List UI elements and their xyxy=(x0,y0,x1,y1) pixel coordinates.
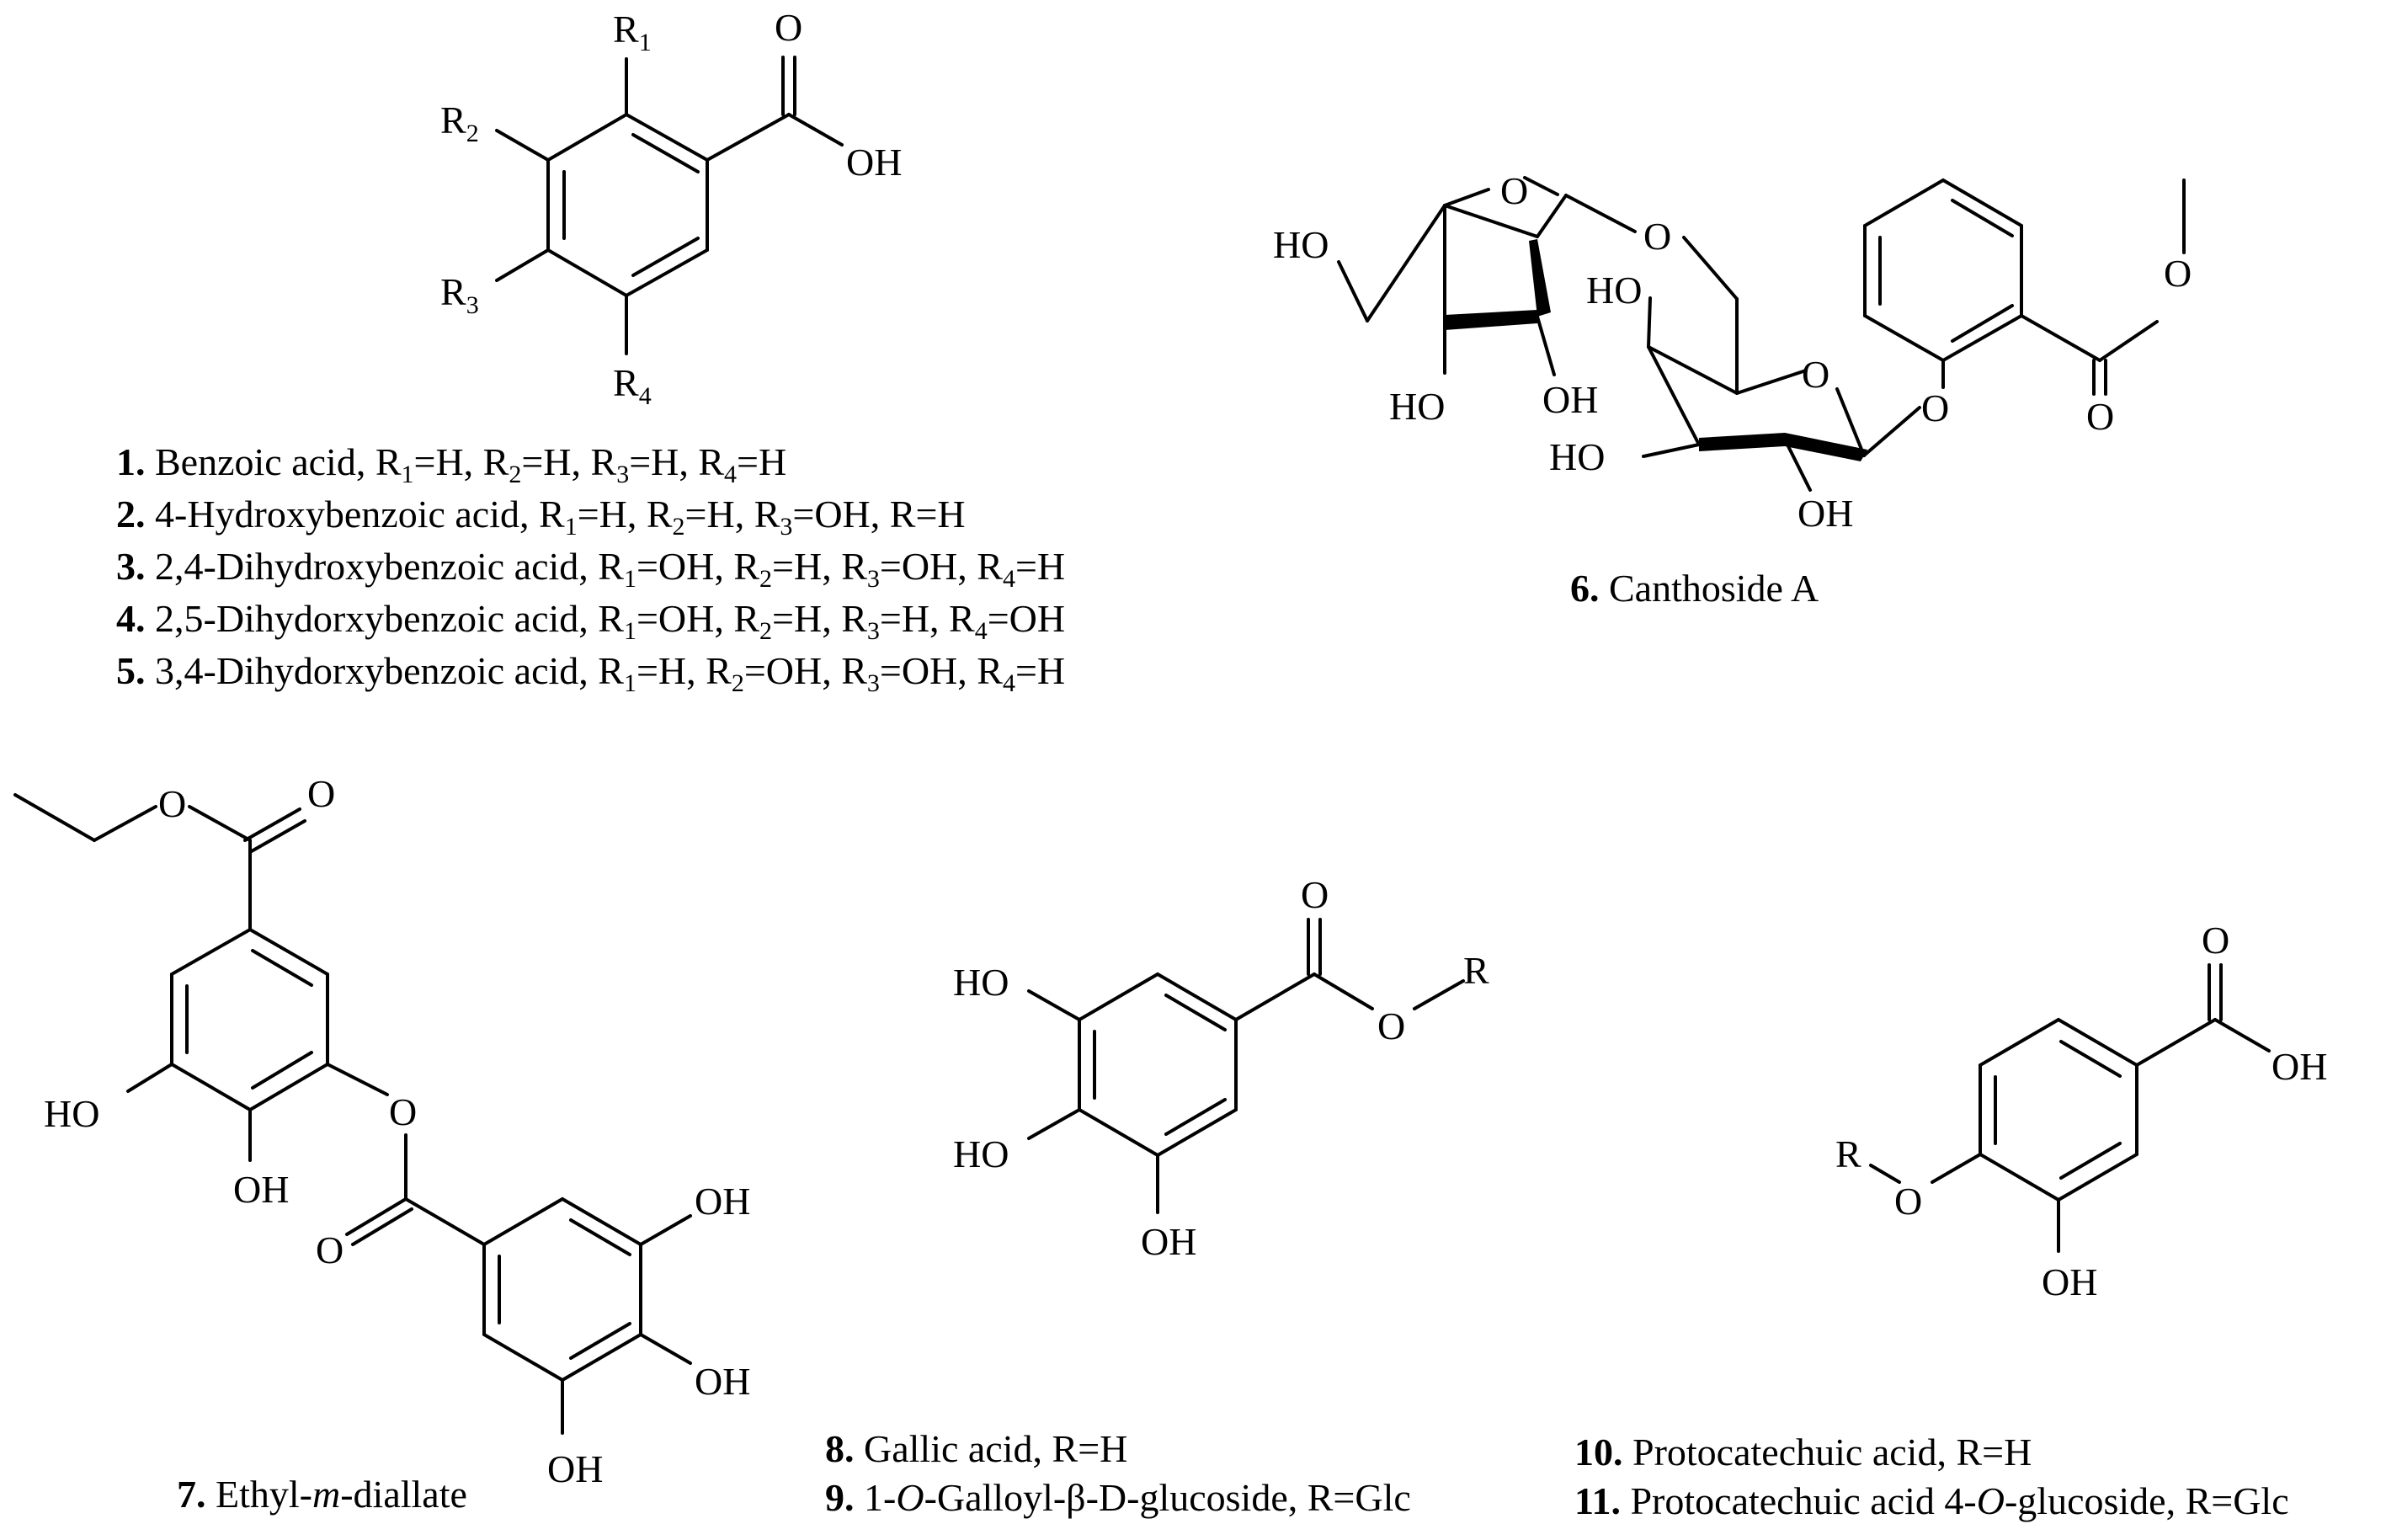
label-oh-1: OH xyxy=(846,141,902,184)
structure-canthoside-a xyxy=(1337,176,2186,492)
label-canth-ho-3: HO xyxy=(1586,269,1642,312)
bond-r3 xyxy=(495,248,550,282)
label-e7-oh-1: OH xyxy=(233,1168,289,1211)
label-g8-carbonyl-o: O xyxy=(1301,873,1329,916)
benzoic-ring-double-3 xyxy=(631,237,700,277)
label-r1: R1 xyxy=(613,8,652,56)
label-e7-ester-o: O xyxy=(158,782,186,825)
label-g8-oh: OH xyxy=(1141,1220,1196,1263)
label-canth-link-o: O xyxy=(1643,215,1671,258)
label-carbonyl-o: O xyxy=(775,6,802,49)
structure-protocatechuic-acid xyxy=(1869,963,2271,1253)
structure-gallic-acid xyxy=(1027,918,1465,1214)
label-canth-ho-1: HO xyxy=(1273,223,1329,266)
caption-compound-5: 5. 3,4-Dihydorxybenzoic acid, R1=H, R2=O… xyxy=(116,649,1066,697)
label-g8-ho-1: HO xyxy=(953,961,1009,1004)
label-g8-ester-o: O xyxy=(1377,1004,1405,1047)
caption-compound-2: 2. 4-Hydroxybenzoic acid, R1=H, R2=H, R3… xyxy=(116,493,966,541)
label-canth-ho-2: HO xyxy=(1389,385,1445,428)
label-e7-carbonyl-o: O xyxy=(307,772,335,815)
caption-compound-6: 6. Canthoside A xyxy=(1570,567,1819,610)
label-r4: R4 xyxy=(613,361,652,410)
label-canth-oh-2: OH xyxy=(1798,492,1853,535)
label-canth-pyr-o: O xyxy=(1802,353,1829,396)
label-canth-ester-o: O xyxy=(2164,252,2192,295)
label-canth-phenol-o: O xyxy=(1921,386,1949,429)
label-g8-ho-2: HO xyxy=(953,1132,1009,1175)
caption-compound-8: 8. Gallic acid, R=H xyxy=(825,1427,1128,1470)
structure-benzoic-acid xyxy=(495,56,844,355)
label-canth-ho-4: HO xyxy=(1549,435,1605,478)
bond-hydroxyl xyxy=(787,113,844,147)
structure-ethyl-m-diallate xyxy=(13,793,692,1435)
label-canth-oh-1: OH xyxy=(1542,378,1598,421)
label-r3: R3 xyxy=(440,270,479,319)
label-p10-oh-2: OH xyxy=(2042,1260,2097,1303)
label-p10-r: R xyxy=(1835,1132,1861,1175)
bond-r2 xyxy=(495,129,550,162)
label-e7-ho: HO xyxy=(44,1092,99,1135)
label-r2: R2 xyxy=(440,99,479,147)
caption-compound-3: 3. 2,4-Dihydroxybenzoic acid, R1=OH, R2=… xyxy=(116,545,1066,593)
caption-compound-1: 1. Benzoic acid, R1=H, R2=H, R3=H, R4=H xyxy=(116,440,787,488)
label-e7-oh-3: OH xyxy=(695,1360,750,1403)
label-p10-carbonyl-o: O xyxy=(2202,919,2229,962)
label-canth-carbonyl-o: O xyxy=(2086,395,2114,438)
label-canth-ring-o: O xyxy=(1500,169,1528,212)
label-e7-link-o: O xyxy=(389,1090,417,1133)
caption-compound-7: 7. Ethyl-m-diallate xyxy=(177,1473,467,1516)
label-g8-r: R xyxy=(1463,949,1489,992)
caption-compound-11: 11. Protocatechuic acid 4-O-glucoside, R… xyxy=(1574,1479,2289,1522)
benzoic-ring xyxy=(546,112,709,298)
label-e7-oh-4: OH xyxy=(547,1447,603,1490)
caption-compound-9: 9. 1-O-Galloyl-β-D-glucoside, R=Glc xyxy=(825,1476,1411,1519)
label-p10-oh-1: OH xyxy=(2272,1045,2327,1088)
label-e7-oh-2: OH xyxy=(695,1180,750,1223)
benzoic-ring-double-1 xyxy=(631,133,700,173)
label-e7-carbonyl-o2: O xyxy=(316,1228,344,1271)
bond-carboxyl xyxy=(706,113,791,162)
caption-compound-4: 4. 2,5-Dihydorxybenzoic acid, R1=OH, R2=… xyxy=(116,597,1066,645)
caption-compound-10: 10. Protocatechuic acid, R=H xyxy=(1574,1431,2032,1473)
label-p10-ether-o: O xyxy=(1894,1180,1922,1223)
